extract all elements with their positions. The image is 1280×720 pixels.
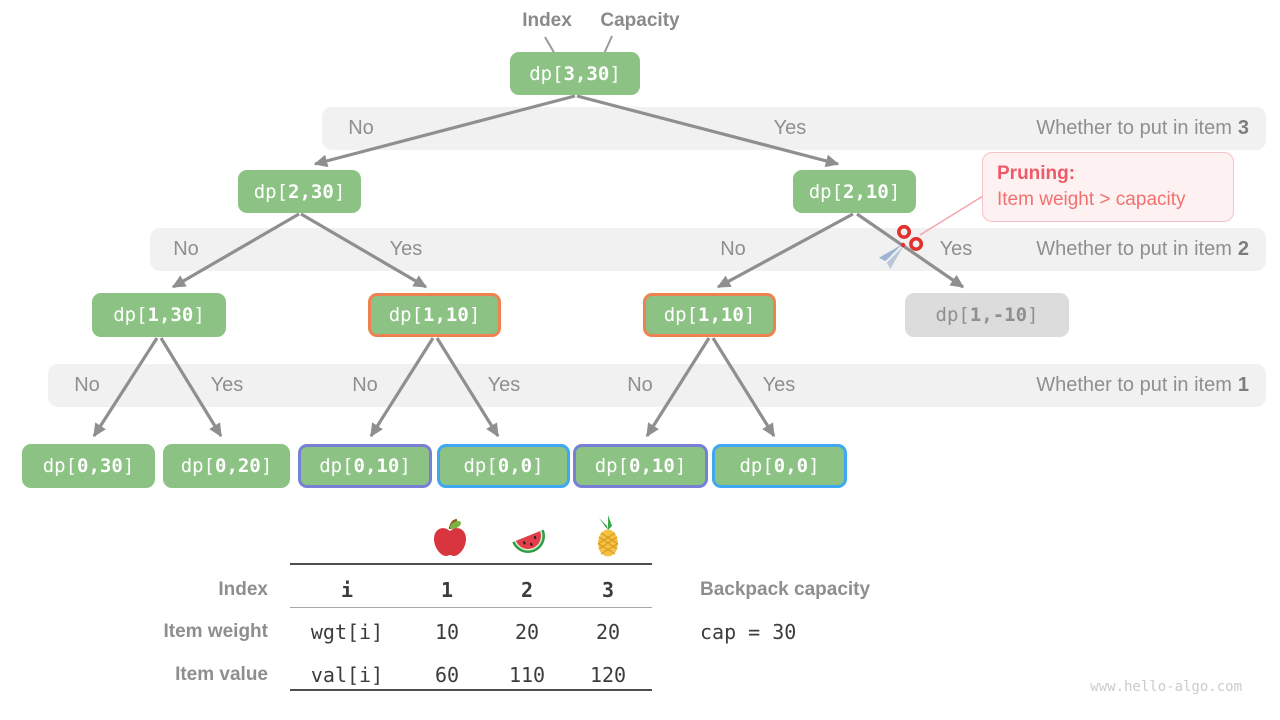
node-dp-0-10-a: dp[0,10] [298,444,432,488]
site-watermark: www.hello-algo.com [1090,679,1242,695]
table-cell: 10 [434,620,460,644]
band-question-text: Whether to put in item [1036,238,1232,260]
table-cell: val[i] [310,663,384,687]
capacity-field-label: Capacity [600,10,680,31]
table-cell: wgt[i] [310,620,384,644]
watermelon-icon [512,529,545,553]
choice-label: Yes [210,374,244,396]
table-header-cell: i [340,578,354,602]
band-item-number: 1 [1237,374,1249,396]
choice-label: No [720,238,746,260]
decision-band-item-1: No Yes No Yes No Yes Whether to put in i… [48,364,1266,407]
choice-label: No [348,117,374,139]
table-rule-bottom [290,689,652,691]
table-row-label-value: Item value [175,664,268,685]
node-dp-1-10-a: dp[1,10] [368,293,501,337]
table-cell: 110 [508,663,546,687]
node-dp-1-neg10: dp[1,-10] [905,293,1069,337]
choice-label: Yes [939,238,973,260]
choice-label: Yes [487,374,521,396]
index-field-label: Index [522,10,572,31]
table-cell: 20 [514,620,540,644]
choice-label: No [627,374,653,396]
table-cell: 60 [434,663,460,687]
band-question-text: Whether to put in item [1036,117,1232,139]
pruning-body: Item weight > capacity [997,188,1186,210]
table-rule-middle [290,607,652,608]
table-rule-top [290,563,652,565]
pineapple-icon [597,515,619,557]
pruning-callout: Pruning: Item weight > capacity [982,152,1234,222]
table-header-cell: 2 [520,578,534,602]
node-dp-1-10-b: dp[1,10] [643,293,776,337]
band-item-number: 2 [1237,238,1249,260]
backpack-capacity-label: Backpack capacity [700,579,871,600]
pruning-title: Pruning: [997,163,1076,184]
node-dp-0-10-b: dp[0,10] [573,444,708,488]
choice-label: Yes [762,374,796,396]
node-dp-2-10: dp[2,10] [793,170,916,213]
table-cell: 120 [589,663,627,687]
node-dp-2-30: dp[2,30] [238,170,361,213]
table-header-cell: 3 [601,578,615,602]
apple-icon [434,518,466,556]
choice-label: No [352,374,378,396]
node-dp-0-0-b: dp[0,0] [712,444,847,488]
choice-label: Yes [773,117,807,139]
node-dp-1-30: dp[1,30] [92,293,226,337]
table-header-cell: 1 [440,578,454,602]
node-dp-0-20: dp[0,20] [163,444,290,488]
choice-label: Yes [389,238,423,260]
choice-label: No [74,374,100,396]
backpack-capacity-code: cap = 30 [700,620,797,644]
scissors-icon [878,224,924,270]
node-dp-3-30: dp[3,30] [510,52,640,95]
node-dp-0-0-a: dp[0,0] [437,444,570,488]
table-cell: 20 [595,620,621,644]
node-dp-0-30: dp[0,30] [22,444,155,488]
table-row-label-index: Index [218,579,268,600]
band-question-text: Whether to put in item [1036,374,1232,396]
band-item-number: 3 [1237,117,1249,139]
table-row-label-weight: Item weight [163,621,268,642]
choice-label: No [173,238,199,260]
